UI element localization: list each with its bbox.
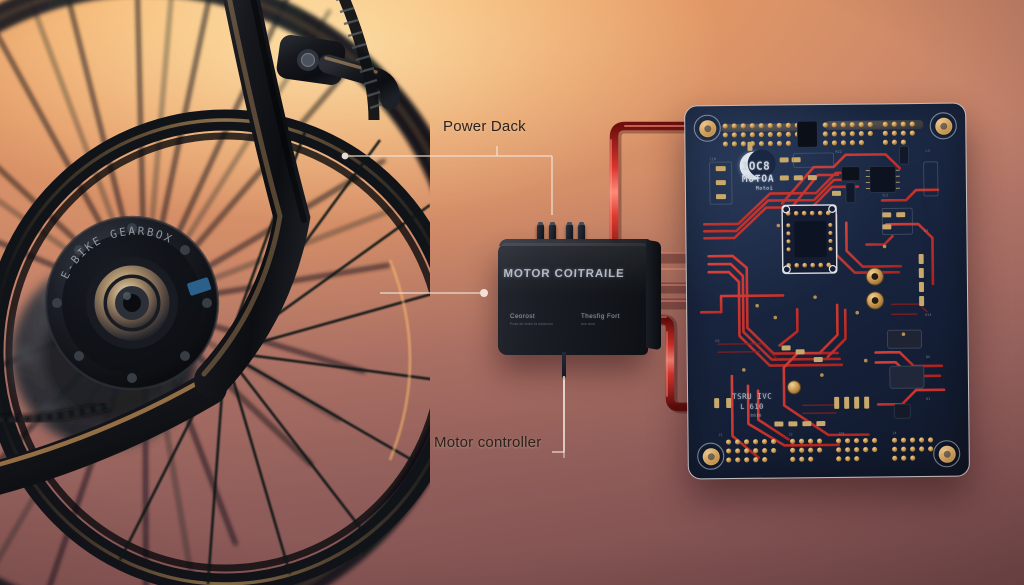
callout-label-motor-controller: Motor controller: [434, 434, 541, 451]
svg-text:R14: R14: [925, 313, 931, 317]
left-label-text: Ceorost: [510, 313, 535, 320]
svg-text:U7: U7: [924, 229, 928, 233]
bicycle-fork-leg: [194, 0, 311, 398]
connector-pin-3[interactable]: [566, 222, 573, 240]
callout-label-power-dack: Power Dack: [443, 118, 526, 135]
svg-text:L3: L3: [926, 149, 930, 153]
svg-text:C10: C10: [710, 157, 716, 161]
left-label-subtext: Prutc de cistul fa noneconl: [510, 322, 553, 326]
controller-box-left-label: Ceorost Prutc de cistul fa noneconl: [510, 313, 553, 326]
bicycle-chain: [0, 400, 112, 425]
controller-box-right-label: Thesfig Fort aun anot: [581, 313, 620, 326]
svg-text:IC2: IC2: [882, 193, 888, 197]
controller-pcb[interactable]: C10D01 R22L3 U7R14 D2Q4 K1J2 J4JP1 J1IC2: [684, 102, 970, 480]
pcb-header-bottom: [725, 437, 934, 463]
bicycle-chainstay: [0, 371, 227, 495]
right-label-text: Thesfig Fort: [581, 313, 620, 320]
wheel-rim-inner: [0, 109, 430, 585]
pcb-center-module: [781, 204, 838, 275]
svg-text:J1: J1: [718, 433, 722, 437]
pcb-artwork: C10D01 R22L3 U7R14 D2Q4 K1J2 J4JP1 J1IC2: [693, 112, 961, 470]
hub-motor: E-BIKE GEARBOX: [44, 215, 220, 391]
svg-text:R22: R22: [836, 150, 842, 154]
svg-text:J4: J4: [892, 431, 896, 435]
fork-dropout-clamp: [276, 35, 400, 110]
svg-text:J2: J2: [788, 432, 792, 436]
pcb-components: C10D01 R22L3 U7R14 D2Q4 K1J2 J4JP1 J1IC2: [709, 120, 939, 437]
connector-pin-1[interactable]: [537, 222, 544, 240]
connector-pin-4[interactable]: [578, 222, 585, 240]
connector-pin-2[interactable]: [549, 222, 556, 240]
svg-text:K1: K1: [926, 397, 930, 401]
right-label-subtext: aun anot: [581, 322, 620, 326]
svg-text:Q4: Q4: [926, 355, 930, 359]
bicycle-illustration: E-BIKE GEARBOX: [0, 0, 430, 585]
svg-text:JP1: JP1: [838, 432, 844, 436]
svg-text:D2: D2: [715, 339, 719, 343]
cable-housing-coil: [336, 0, 383, 121]
